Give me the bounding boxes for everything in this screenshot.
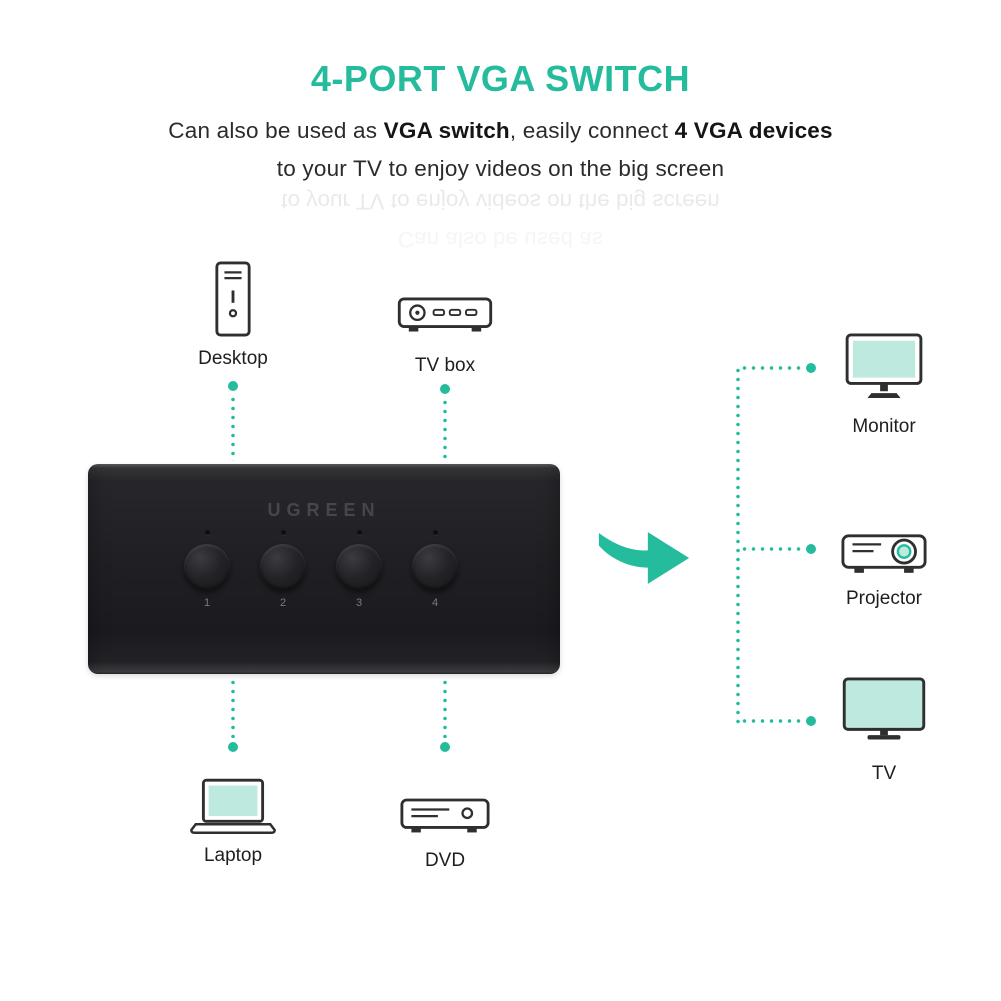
projector-icon xyxy=(841,534,927,573)
label-tv: TV xyxy=(871,763,897,784)
subtitle-seg-4-bold: 4 VGA devices xyxy=(674,118,833,143)
port-3-number: 3 xyxy=(355,597,363,609)
port-4-number: 4 xyxy=(431,597,439,609)
laptop-icon xyxy=(190,778,276,835)
branch-dot-monitor xyxy=(806,363,816,373)
port-4-led xyxy=(432,530,438,535)
vga-switch-device: UGREEN 1 2 3 4 xyxy=(88,464,560,674)
monitor-icon xyxy=(845,333,923,399)
port-1: 1 xyxy=(177,530,237,609)
page-title: 4-PORT VGA SWITCH xyxy=(310,58,691,99)
port-3-button xyxy=(336,544,382,590)
port-2-led xyxy=(280,530,286,535)
label-laptop: Laptop xyxy=(203,845,263,866)
label-projector: Projector xyxy=(845,588,923,609)
subtitle-reflection-line-2: to your TV to enjoy videos on the big sc… xyxy=(281,189,720,214)
connector-dot-tv-box xyxy=(440,384,450,394)
port-4-button xyxy=(412,544,458,590)
connector-line-desktop xyxy=(231,395,235,461)
tv-box-icon xyxy=(397,297,493,332)
connector-dot-dvd xyxy=(440,742,450,752)
label-tv-box: TV box xyxy=(414,355,476,376)
subtitle-line-1: Can also be used as VGA switch, easily c… xyxy=(0,118,1001,144)
subtitle-seg-1: Can also be used as xyxy=(168,118,384,143)
connector-line-dvd xyxy=(443,678,447,738)
ugreen-logo: UGREEN xyxy=(267,500,381,520)
connector-line-tv-box xyxy=(443,398,447,461)
port-2: 2 xyxy=(253,530,313,609)
port-3-led xyxy=(356,530,362,535)
label-desktop: Desktop xyxy=(198,348,268,369)
port-3: 3 xyxy=(329,530,389,609)
connector-dot-desktop xyxy=(228,381,238,391)
connector-dot-laptop xyxy=(228,742,238,752)
subtitle-seg-3: , easily connect xyxy=(509,118,675,143)
label-dvd: DVD xyxy=(424,850,466,871)
connector-line-laptop xyxy=(231,678,235,738)
branch-dot-tv xyxy=(806,716,816,726)
subtitle-line-2: to your TV to enjoy videos on the big sc… xyxy=(276,156,725,181)
subtitle-seg-2-bold: VGA switch xyxy=(383,118,510,143)
port-1-number: 1 xyxy=(203,597,211,609)
port-1-led xyxy=(204,530,210,535)
branch-line-projector xyxy=(740,547,802,551)
dvd-player-icon xyxy=(400,798,490,833)
port-2-button xyxy=(260,544,306,590)
arrow-right-icon xyxy=(598,532,690,584)
branch-dot-projector xyxy=(806,544,816,554)
port-2-number: 2 xyxy=(279,597,287,609)
port-4: 4 xyxy=(405,530,465,609)
branch-line-tv xyxy=(740,719,802,723)
port-1-button xyxy=(184,544,230,590)
label-monitor: Monitor xyxy=(852,416,916,437)
desktop-tower-icon xyxy=(215,261,251,337)
subtitle-reflection-line-1: Can also be used as xyxy=(0,226,1001,252)
output-trunk-line xyxy=(736,366,740,724)
tv-icon xyxy=(842,677,926,740)
branch-line-monitor xyxy=(740,366,802,370)
